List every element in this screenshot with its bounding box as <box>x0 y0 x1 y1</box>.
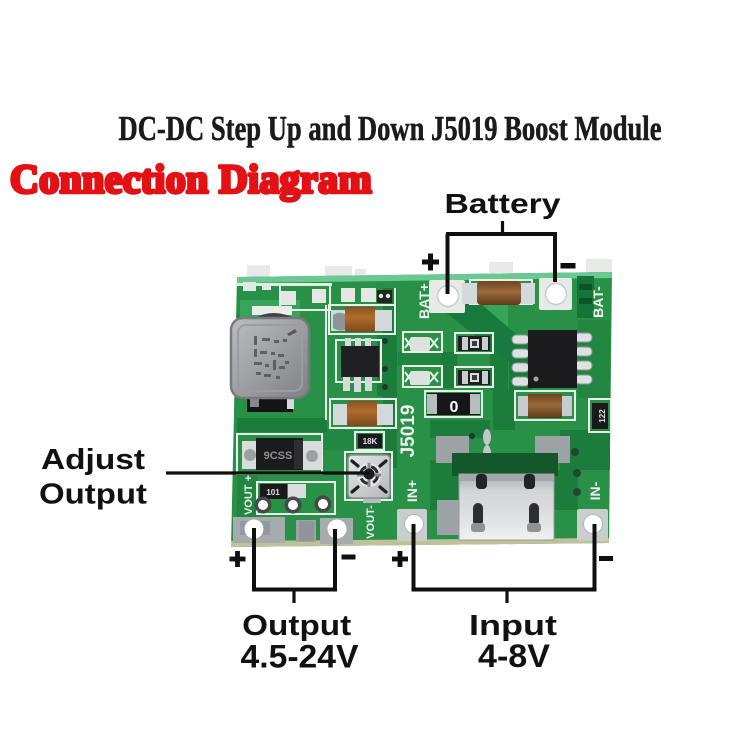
svg-text:4.5-24V: 4.5-24V <box>241 639 359 675</box>
svg-text:IN+: IN+ <box>404 480 420 502</box>
svg-text:Adjust: Adjust <box>41 444 145 476</box>
svg-text:BAT-: BAT- <box>590 286 606 318</box>
svg-text:VOUT +: VOUT + <box>243 475 255 515</box>
svg-text:122: 122 <box>598 409 607 423</box>
svg-text:VOUT-: VOUT- <box>365 505 377 539</box>
svg-text:DC-DC Step Up and Down J5019 B: DC-DC Step Up and Down J5019 Boost Modul… <box>119 109 662 147</box>
svg-text:Connection Diagram: Connection Diagram <box>10 157 372 202</box>
svg-text:J5019: J5019 <box>398 405 419 458</box>
svg-text:4-8V: 4-8V <box>478 638 550 674</box>
svg-text:18K: 18K <box>363 437 378 446</box>
svg-text:Output: Output <box>242 610 352 642</box>
svg-text:Output: Output <box>39 479 147 511</box>
svg-text:0: 0 <box>450 399 459 416</box>
svg-text:101: 101 <box>266 488 280 497</box>
svg-text:BAT+: BAT+ <box>416 283 432 319</box>
svg-text:IN-: IN- <box>587 481 603 500</box>
svg-text:Input: Input <box>469 610 558 642</box>
svg-text:Battery: Battery <box>445 188 562 219</box>
svg-text:9CSS: 9CSS <box>264 450 293 462</box>
